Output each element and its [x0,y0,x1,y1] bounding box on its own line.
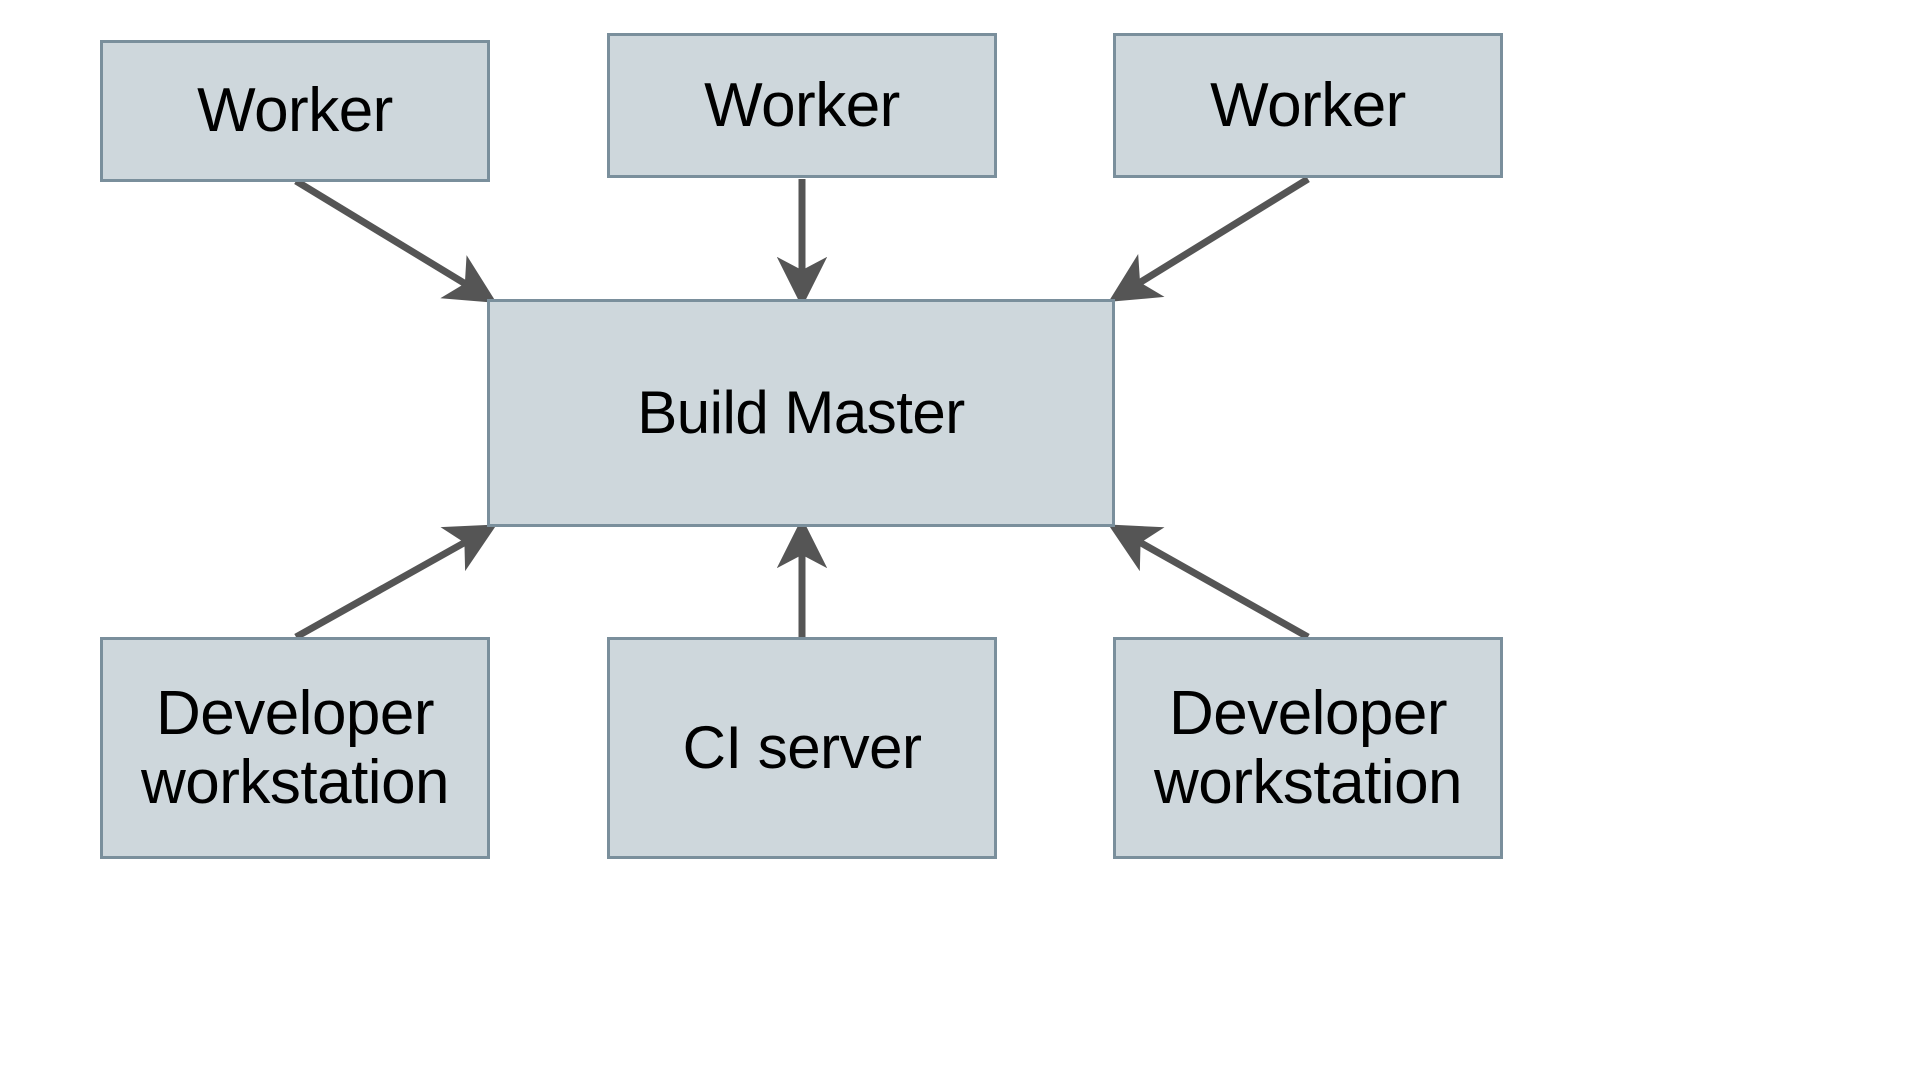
node-worker-center-label: Worker [704,70,900,140]
node-developer-workstation-left[interactable]: Developer workstation [100,637,490,859]
node-worker-right[interactable]: Worker [1113,33,1503,178]
node-worker-left[interactable]: Worker [100,40,490,182]
node-worker-right-label: Worker [1210,70,1406,140]
edge-dev-right-to-build-master [1108,524,1310,641]
edge-worker-left-to-build-master [294,178,497,303]
node-build-master-label: Build Master [637,379,965,447]
edge-worker-right-to-build-master [1108,176,1310,302]
edge-dev-left-to-build-master [294,524,497,641]
node-worker-left-label: Worker [197,76,393,146]
node-developer-workstation-right-label: Developer workstation [1153,678,1463,817]
node-ci-server-label: CI server [682,714,922,782]
node-worker-center[interactable]: Worker [607,33,997,178]
node-developer-workstation-left-label: Developer workstation [140,678,450,817]
node-build-master[interactable]: Build Master [487,299,1115,527]
node-developer-workstation-right[interactable]: Developer workstation [1113,637,1503,859]
node-ci-server[interactable]: CI server [607,637,997,859]
